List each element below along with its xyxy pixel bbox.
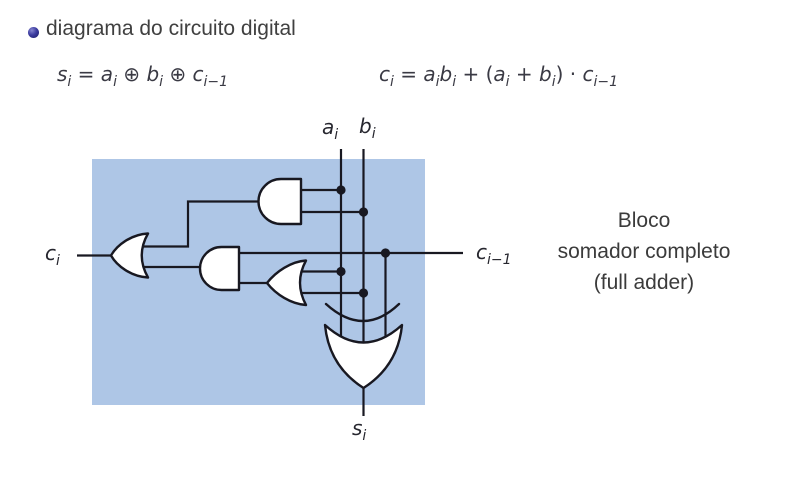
slide-bullet-text: diagrama do circuito digital [46,17,296,40]
junction-dots [336,185,391,298]
label-si-out: si [352,416,367,444]
caption-line-1: Bloco [617,209,671,232]
label-ci-1-in: ci−1 [476,240,512,268]
wire-and1-output [142,200,259,248]
junction-dot-ai-or2 [336,266,346,277]
or-gate-output [109,232,150,279]
block-caption: Bloco somador completo (full adder) [504,205,784,298]
and-gate-top [257,177,303,226]
junction-dot-cin-xor [380,248,391,258]
and-gate-middle [198,245,241,292]
label-ci-out: ci [45,241,60,269]
label-ai: ai [322,115,339,143]
junction-dot-bi-or2 [358,288,369,298]
junction-dot-ai-and1 [336,185,346,195]
caption-line-2: somador completo [557,240,731,263]
logic-gates [109,177,404,390]
equation-carry: ci = aibi + (ai + bi) · ci−1 [379,62,619,90]
circuit-wires [77,149,463,416]
caption-line-3: (full adder) [593,271,695,294]
junction-dot-bi-and1 [358,207,369,217]
or-gate-small [265,259,308,307]
equation-sum: si = ai ⊕ bi ⊕ ci−1 [57,62,229,90]
xor-gate-input-arc [324,302,401,323]
bullet-icon [28,27,39,38]
label-bi: bi [359,114,376,142]
xor-gate-body [323,323,404,390]
